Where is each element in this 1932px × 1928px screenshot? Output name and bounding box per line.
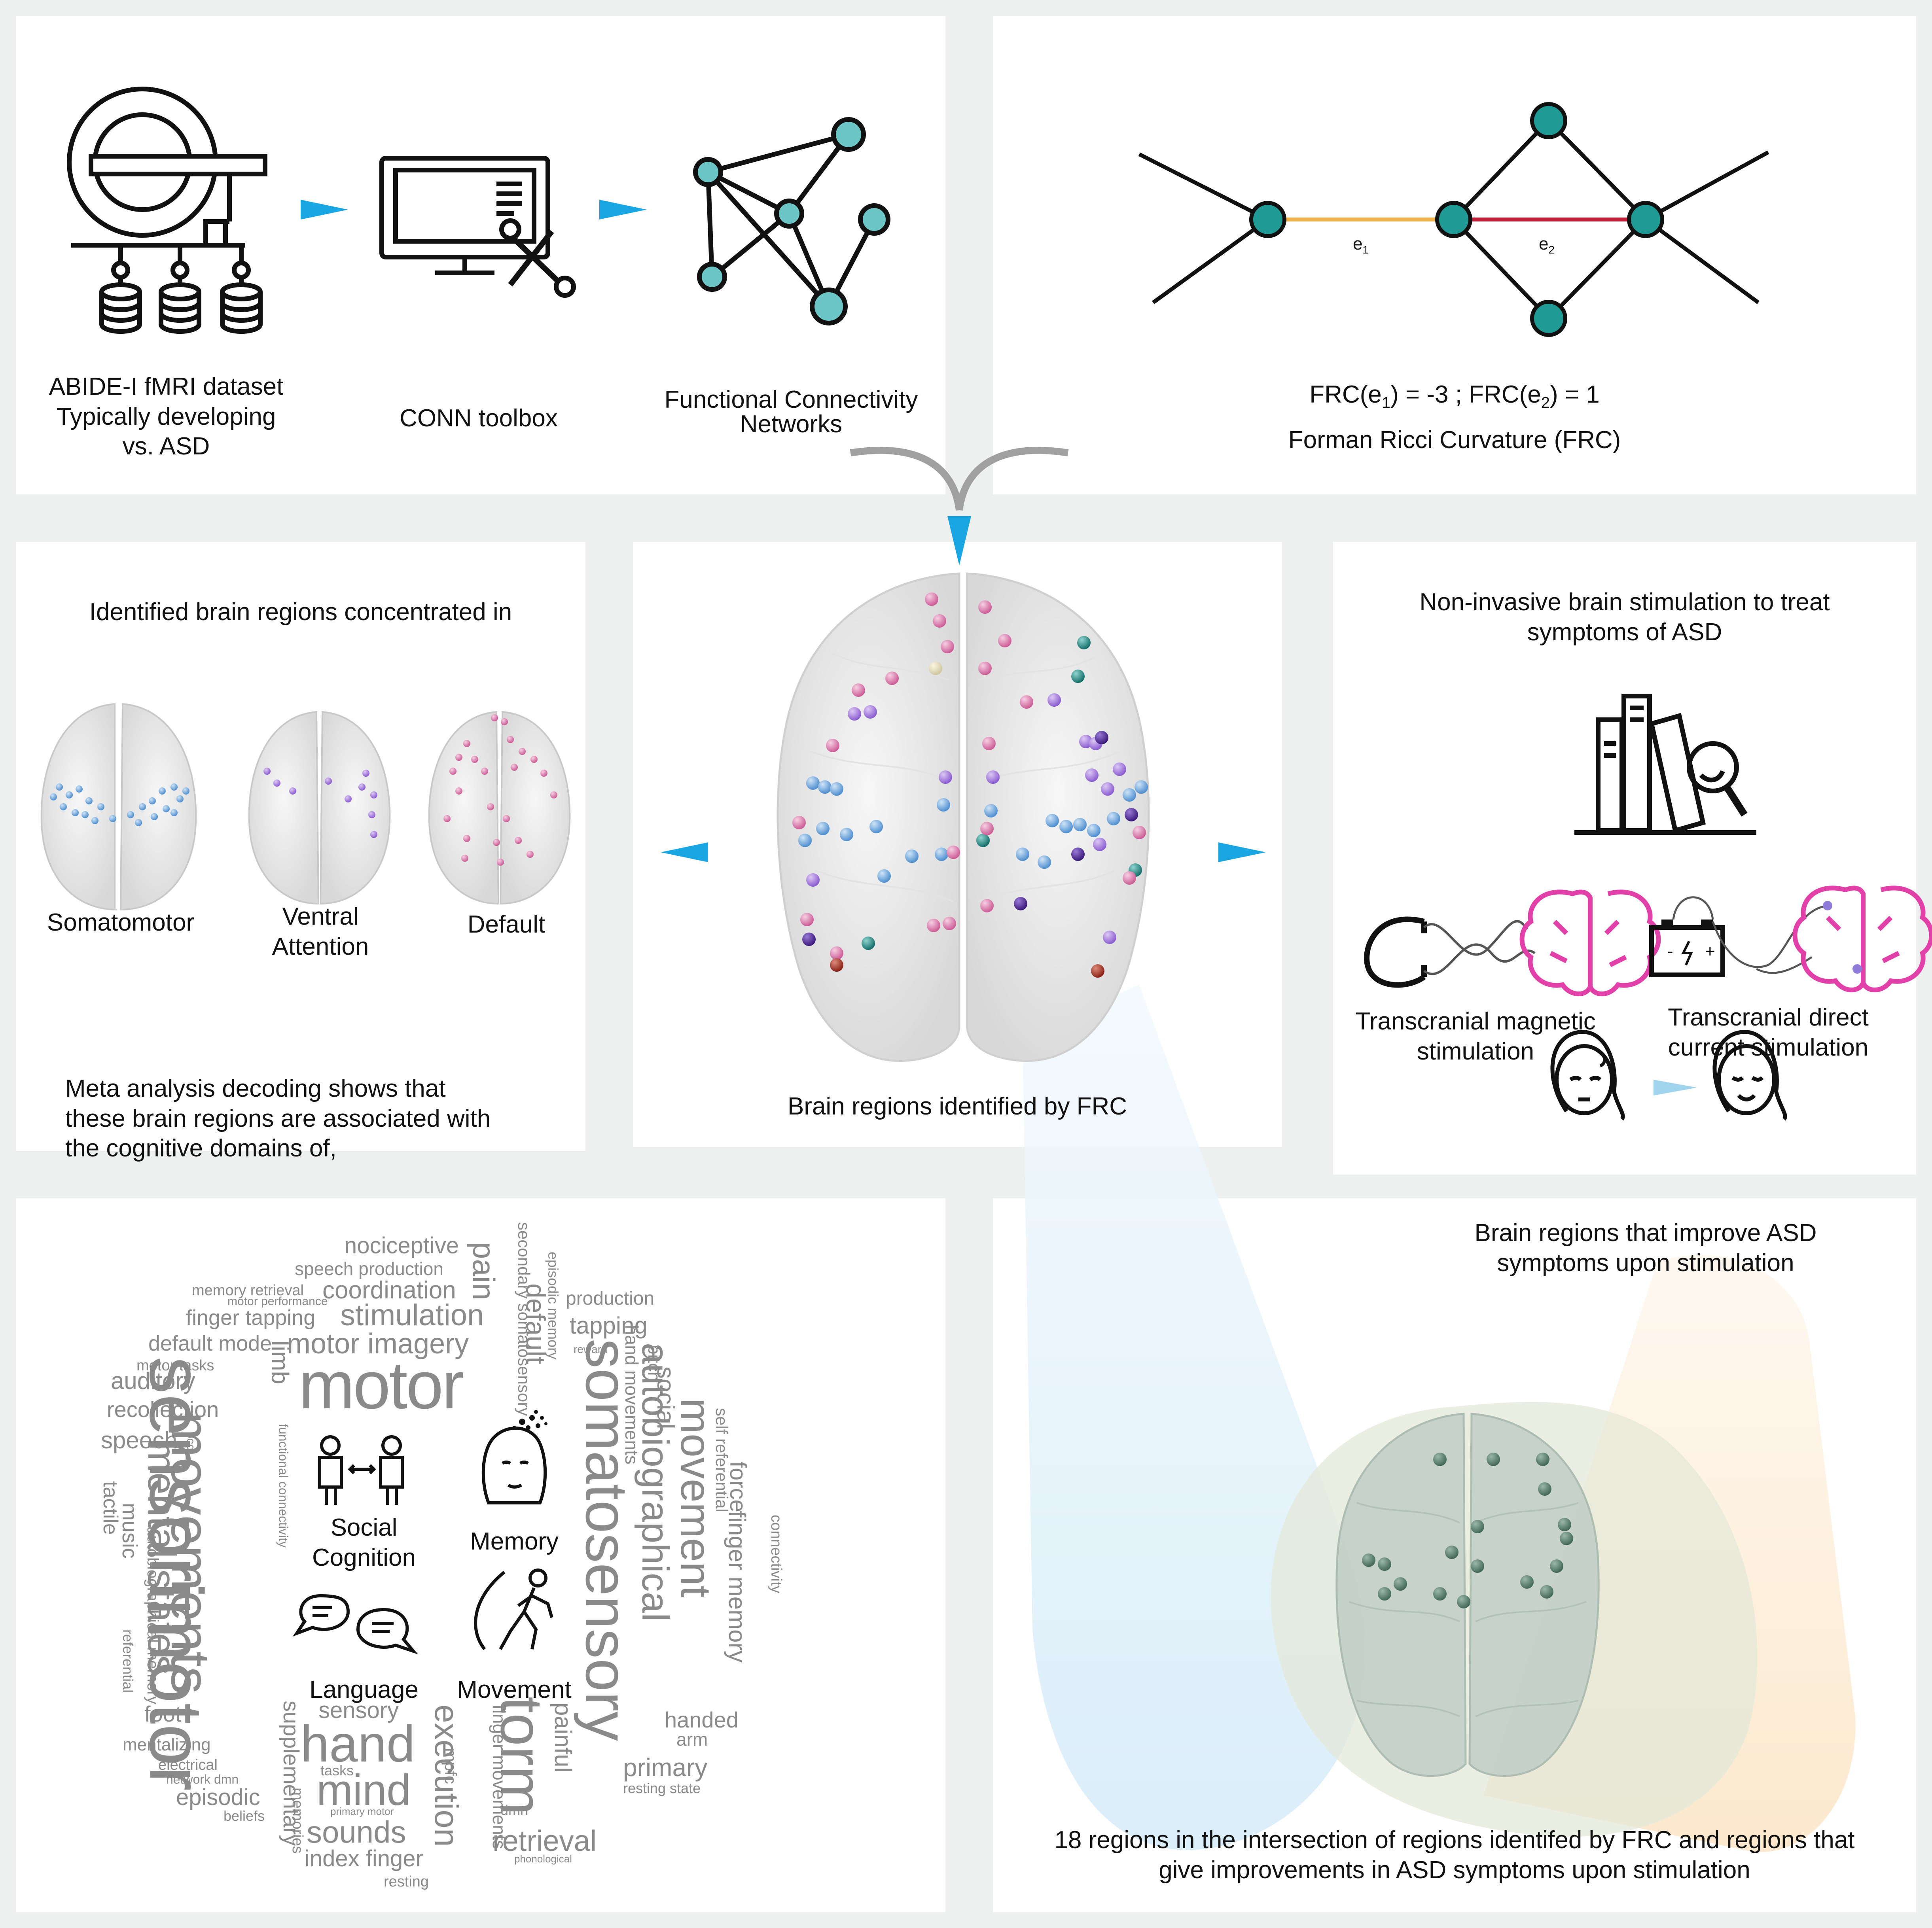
svg-text:-: -: [1667, 942, 1673, 961]
tms-magnet-icon: [1364, 916, 1536, 988]
intersection-brain: [1335, 1413, 1600, 1777]
database-icon: [99, 282, 263, 334]
movement-figure-icon: [474, 1569, 553, 1650]
happy-face-icon: [1712, 1030, 1787, 1121]
edge-label-e2: e2: [1538, 234, 1555, 256]
domain-memory: Memory: [470, 1528, 559, 1555]
network-label-default: Default: [467, 911, 546, 938]
tms-label: Transcranial magnetic stimulation: [1355, 1008, 1596, 1065]
abide-label: ABIDE-I fMRI dataset Typically developin…: [16, 372, 316, 462]
computer-tools-icon: [379, 156, 576, 298]
fcn-label: Functional Connectivity Networks: [633, 388, 949, 437]
network-label-ventral-attention: Ventral Attention: [272, 903, 369, 960]
brain-ventral-attention: [248, 711, 391, 905]
abide-comparison: vs. ASD: [122, 433, 210, 460]
improve-label: Brain regions that improve ASD symptoms …: [1474, 1219, 1817, 1277]
center-brain-nodes: [792, 592, 1148, 978]
center-caption: Brain regions identified by FRC: [787, 1093, 1127, 1120]
panel-stimulation: [1333, 542, 1916, 1175]
edge-label-e1: e1: [1352, 234, 1369, 256]
sad-face-icon: [1550, 1030, 1625, 1121]
abide-subtitle: Typically developing: [56, 403, 276, 430]
arrow-right-icon: [1218, 842, 1266, 862]
social-cognition-icon: [318, 1435, 404, 1505]
fcn-line2: Networks: [740, 411, 843, 438]
mri-scanner-icon: [67, 87, 267, 334]
stim-title: Non-invasive brain stimulation to treat …: [1419, 588, 1830, 646]
network-graph-icon: [693, 117, 890, 325]
brain-pink-icon: [1519, 889, 1661, 997]
domain-language: Language: [309, 1676, 419, 1703]
abide-title: ABIDE-I fMRI dataset: [49, 373, 284, 400]
domain-social-cognition: Social Cognition: [312, 1514, 416, 1571]
brain-somatomotor: [40, 703, 197, 911]
svg-text:+: +: [1705, 942, 1715, 961]
books-magnifier-icon: [1574, 694, 1756, 835]
intersection-nodes: [1362, 1453, 1573, 1608]
merge-arrow-icon: [850, 447, 1069, 566]
brain-default: [428, 711, 571, 905]
networks-title: Identified brain regions concentrated in: [89, 598, 512, 626]
tdcs-battery-icon: - +: [1649, 896, 1828, 977]
network-label-somatomotor: Somatomotor: [47, 909, 195, 936]
arrow-left-icon: [661, 842, 708, 862]
frc-equation: FRC(e1) = -3 ; FRC(e2) = 1: [1309, 381, 1600, 412]
panel-wordcloud: [16, 1198, 945, 1912]
arrow-right-icon: [599, 200, 647, 219]
fcn-line1: Functional Connectivity: [664, 386, 918, 413]
frc-name: Forman Ricci Curvature (FRC): [1288, 426, 1621, 454]
center-brain: [777, 572, 1150, 1062]
panel-frc: [993, 16, 1916, 494]
brain-pink-icon: [1792, 885, 1932, 993]
domain-movement: Movement: [457, 1676, 572, 1703]
arrow-right-icon: [1654, 1080, 1697, 1095]
tdcs-label: Transcranial direct current stimulation: [1668, 1004, 1869, 1061]
meta-analysis-text: Meta analysis decoding shows that these …: [65, 1075, 491, 1162]
conn-label: CONN toolbox: [400, 405, 558, 432]
language-speech-icon: [292, 1594, 419, 1655]
arrow-right-icon: [301, 200, 348, 219]
memory-head-icon: [481, 1410, 547, 1504]
intersection-caption: 18 regions in the intersection of region…: [1054, 1826, 1855, 1884]
frc-graph-diagram: [1138, 102, 1769, 337]
